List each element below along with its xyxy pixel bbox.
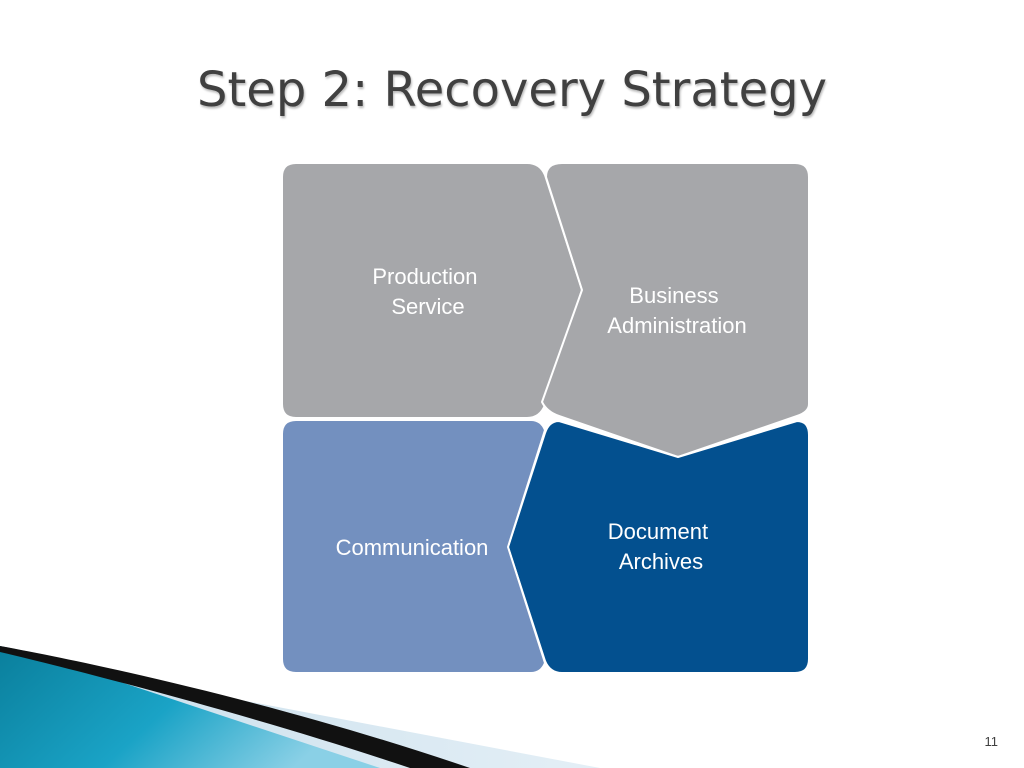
business-administration-label-line-2: Administration <box>607 313 746 338</box>
footer-swoosh-decoration <box>0 646 600 768</box>
slide-number: 11 <box>984 734 999 749</box>
production-service-shape <box>281 162 583 419</box>
production-service-label-line-1: Production <box>372 264 477 289</box>
communication-label: Communication <box>336 535 489 560</box>
document-archives-label-line-2: Archives <box>619 549 703 574</box>
footer-teal-band <box>0 646 380 768</box>
production-service-label-line-2: Service <box>391 294 464 319</box>
business-administration-label: Business Administration <box>607 283 746 338</box>
business-administration-label-line-1: Business <box>629 283 718 308</box>
communication-shape <box>281 419 546 674</box>
production-service-label: Production Service <box>372 264 483 319</box>
document-archives-shape <box>507 420 810 674</box>
slide-title: Step 2: Recovery Strategy <box>197 62 827 118</box>
document-archives-label-line-1: Document <box>608 519 708 544</box>
footer-black-band <box>0 646 470 768</box>
communication-label-line-1: Communication <box>336 535 489 560</box>
document-archives-label: Document Archives <box>608 519 714 574</box>
business-administration-shape <box>541 162 810 458</box>
